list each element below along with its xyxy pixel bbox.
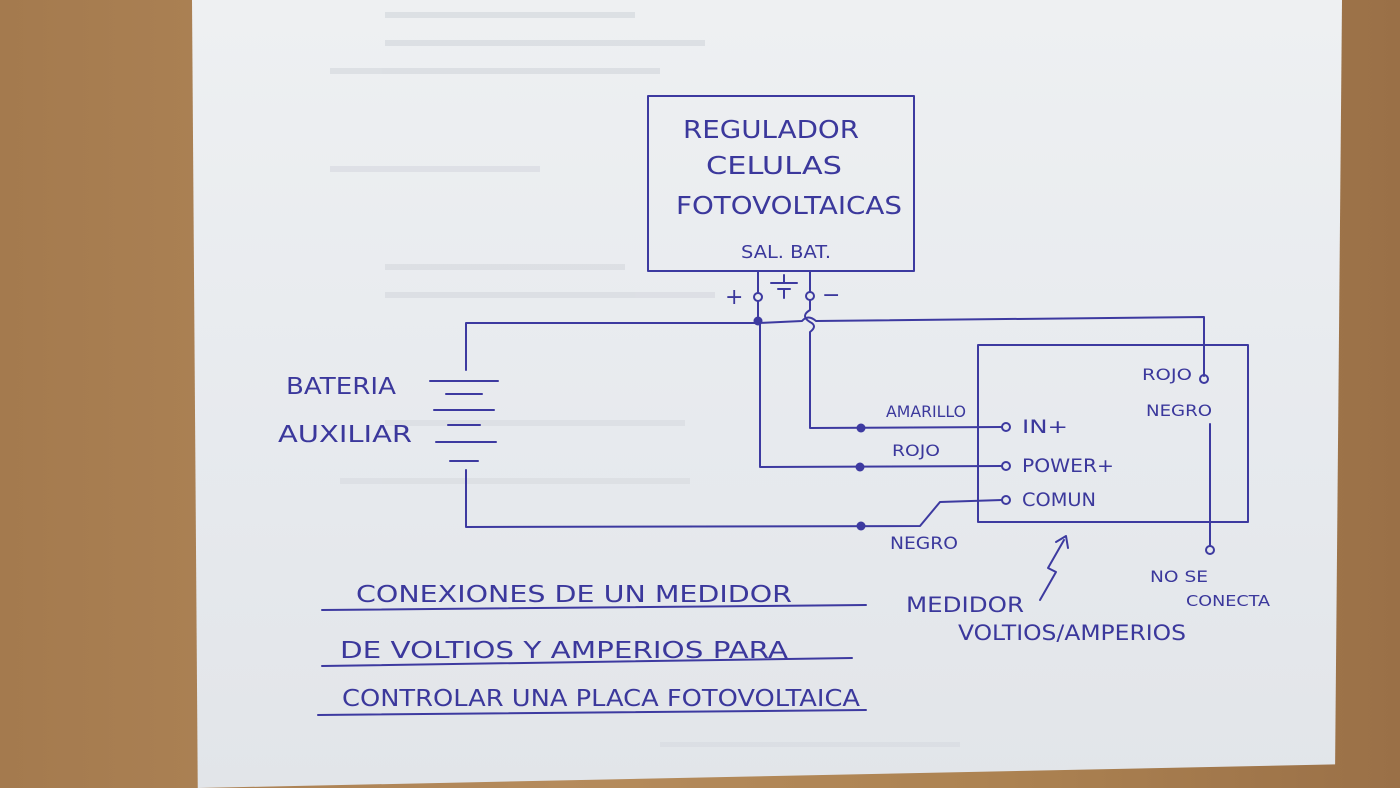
paper-sheet xyxy=(192,0,1342,788)
no-connect-label-line2: CONECTA xyxy=(1186,592,1271,610)
meter-label-line1: MEDIDOR xyxy=(906,593,1024,617)
terminal-label-in: IN+ xyxy=(1022,416,1068,438)
no-connect-terminal xyxy=(1205,545,1215,555)
meter-terminal-negro-label: NEGRO xyxy=(1146,401,1212,420)
caption-underline-1 xyxy=(321,604,867,611)
wire-label-rojo: ROJO xyxy=(892,441,940,460)
junction-rojo xyxy=(855,462,865,472)
junction-amarillo xyxy=(856,423,866,433)
caption-line1: CONEXIONES DE UN MEDIDOR xyxy=(356,582,792,608)
meter-pointer-arrow xyxy=(1039,535,1069,601)
wire-label-amarillo: AMARILLO xyxy=(886,402,966,421)
wire-positive-to-meter-red xyxy=(757,316,1205,377)
caption-line3: CONTROLAR UNA PLACA FOTOVOLTAICA xyxy=(342,686,860,712)
show-through-marks xyxy=(330,12,960,747)
battery-label-line1: BATERIA xyxy=(286,374,396,400)
wire-negative-to-comun xyxy=(465,469,1003,528)
junction-positive xyxy=(753,316,763,326)
battery-output-label: SAL. BAT. xyxy=(741,242,831,263)
wire-negative-to-in xyxy=(804,299,1003,429)
regulator-box xyxy=(647,95,915,272)
terminal-in-plus xyxy=(1001,422,1011,432)
no-connect-label-line1: NO SE xyxy=(1150,567,1208,586)
junction-negro xyxy=(856,521,866,531)
terminal-power-plus xyxy=(1001,461,1011,471)
meter-terminal-rojo-label: ROJO xyxy=(1142,365,1192,384)
negative-terminal xyxy=(805,291,815,301)
minus-sign: − xyxy=(822,283,840,308)
meter-label-line2: VOLTIOS/AMPERIOS xyxy=(958,621,1186,645)
terminal-comun xyxy=(1001,495,1011,505)
caption-underline-3 xyxy=(317,709,867,716)
caption-underline-2 xyxy=(321,657,853,667)
wire-positive-to-power xyxy=(759,322,1003,468)
battery-label-line2: AUXILIAR xyxy=(278,422,412,448)
positive-terminal xyxy=(753,292,763,302)
terminal-label-comun: COMUN xyxy=(1022,489,1096,511)
plus-sign: + xyxy=(725,285,743,310)
terminal-label-power: POWER+ xyxy=(1022,455,1114,477)
battery-symbol-small xyxy=(770,274,798,299)
wire-positive-top xyxy=(465,300,759,371)
regulator-label-line2: CELULAS xyxy=(706,151,842,180)
meter-terminal-rojo xyxy=(1199,374,1209,384)
meter-box xyxy=(977,344,1249,523)
regulator-label-line1: REGULADOR xyxy=(683,115,859,144)
wire-label-negro: NEGRO xyxy=(890,534,958,554)
regulator-label-line3: FOTOVOLTAICAS xyxy=(676,191,902,220)
auxiliary-battery-symbol xyxy=(429,380,499,462)
